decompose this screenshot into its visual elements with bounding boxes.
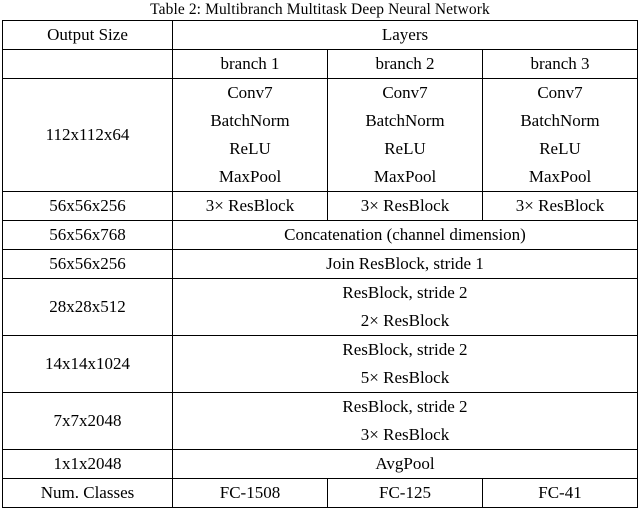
header-branch-3: branch 3 bbox=[482, 49, 638, 79]
table-row-stage7: 7x7x2048 ResBlock, stride 2 3× ResBlock bbox=[2, 392, 638, 450]
table-row-concat: 56x56x768 Concatenation (channel dimensi… bbox=[2, 220, 638, 250]
table-row-join: 56x56x256 Join ResBlock, stride 1 bbox=[2, 249, 638, 279]
cell-join-layers: Join ResBlock, stride 1 bbox=[172, 249, 638, 279]
layer-line: ReLU bbox=[229, 139, 271, 158]
header-branch-2: branch 2 bbox=[327, 49, 483, 79]
layer-line: BatchNorm bbox=[365, 111, 445, 130]
layer-line: ReLU bbox=[384, 139, 426, 158]
cell-output-size-join: 56x56x256 bbox=[2, 249, 173, 279]
layer-line: BatchNorm bbox=[520, 111, 600, 130]
table-row-stage14: 14x14x1024 ResBlock, stride 2 5× ResBloc… bbox=[2, 335, 638, 393]
cell-classes-branch-3: FC-41 bbox=[482, 478, 638, 508]
cell-output-size-stem: 112x112x64 bbox=[2, 78, 173, 192]
header-layers: Layers bbox=[172, 20, 638, 50]
cell-output-size-concat: 56x56x768 bbox=[2, 220, 173, 250]
cell-classes-branch-2: FC-125 bbox=[327, 478, 483, 508]
layer-line: Conv7 bbox=[537, 83, 583, 102]
layer-line: 3× ResBlock bbox=[360, 425, 450, 444]
layer-line: MaxPool bbox=[373, 167, 437, 186]
cell-resblock3-branch-3: 3× ResBlock bbox=[482, 191, 638, 221]
header-branch-1: branch 1 bbox=[172, 49, 328, 79]
layer-line: ReLU bbox=[539, 139, 581, 158]
cell-output-size-avgpool: 1x1x2048 bbox=[2, 449, 173, 479]
layer-line: 5× ResBlock bbox=[360, 368, 450, 387]
architecture-table: Output Size Layers branch 1 branch 2 bra… bbox=[2, 20, 638, 508]
cell-resblock3-branch-1: 3× ResBlock bbox=[172, 191, 328, 221]
layer-line: 2× ResBlock bbox=[360, 311, 450, 330]
cell-concat-layers: Concatenation (channel dimension) bbox=[172, 220, 638, 250]
layer-line: ResBlock, stride 2 bbox=[342, 340, 468, 359]
cell-stem-branch-1: Conv7 BatchNorm ReLU MaxPool bbox=[172, 78, 328, 192]
layer-line: MaxPool bbox=[218, 167, 282, 186]
layer-line: BatchNorm bbox=[210, 111, 290, 130]
table-row-resblock3: 56x56x256 3× ResBlock 3× ResBlock 3× Res… bbox=[2, 191, 638, 221]
cell-output-size-classes: Num. Classes bbox=[2, 478, 173, 508]
cell-resblock3-branch-2: 3× ResBlock bbox=[327, 191, 483, 221]
cell-avgpool-layers: AvgPool bbox=[172, 449, 638, 479]
layer-line: Conv7 bbox=[382, 83, 428, 102]
header-output-size: Output Size bbox=[2, 20, 173, 50]
cell-stage7-layers: ResBlock, stride 2 3× ResBlock bbox=[172, 392, 638, 450]
table-row-stem: 112x112x64 Conv7 BatchNorm ReLU MaxPool … bbox=[2, 78, 638, 192]
cell-output-size-stage28: 28x28x512 bbox=[2, 278, 173, 336]
cell-empty bbox=[2, 49, 173, 79]
cell-stem-branch-2: Conv7 BatchNorm ReLU MaxPool bbox=[327, 78, 483, 192]
cell-output-size-stage7: 7x7x2048 bbox=[2, 392, 173, 450]
table-row-stage28: 28x28x512 ResBlock, stride 2 2× ResBlock bbox=[2, 278, 638, 336]
layer-line: Conv7 bbox=[227, 83, 273, 102]
table-row-avgpool: 1x1x2048 AvgPool bbox=[2, 449, 638, 479]
table-row-header-branches: branch 1 branch 2 branch 3 bbox=[2, 49, 638, 79]
layer-line: ResBlock, stride 2 bbox=[342, 283, 468, 302]
table-row-header-layers: Output Size Layers bbox=[2, 20, 638, 50]
cell-classes-branch-1: FC-1508 bbox=[172, 478, 328, 508]
layer-line: MaxPool bbox=[528, 167, 592, 186]
table-row-classes: Num. Classes FC-1508 FC-125 FC-41 bbox=[2, 478, 638, 508]
cell-stem-branch-3: Conv7 BatchNorm ReLU MaxPool bbox=[482, 78, 638, 192]
table-caption: Table 2: Multibranch Multitask Deep Neur… bbox=[150, 1, 490, 18]
cell-stage28-layers: ResBlock, stride 2 2× ResBlock bbox=[172, 278, 638, 336]
cell-stage14-layers: ResBlock, stride 2 5× ResBlock bbox=[172, 335, 638, 393]
layer-line: ResBlock, stride 2 bbox=[342, 397, 468, 416]
cell-output-size-stage14: 14x14x1024 bbox=[2, 335, 173, 393]
cell-output-size-resblock3: 56x56x256 bbox=[2, 191, 173, 221]
